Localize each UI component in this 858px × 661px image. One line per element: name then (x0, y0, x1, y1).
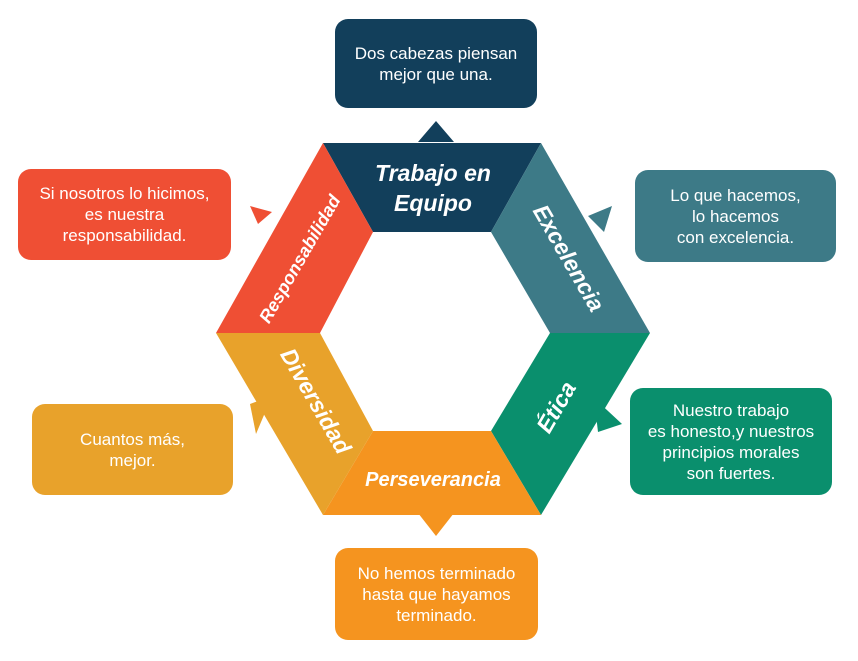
segment-diversidad (216, 333, 373, 515)
pointer-right-upper (588, 206, 612, 232)
callout-etica: Nuestro trabajo es honesto,y nuestros pr… (630, 388, 832, 495)
segment-trabajo-en-equipo (323, 143, 541, 232)
pointer-bottom (418, 513, 454, 536)
callout-trabajo-en-equipo: Dos cabezas piensan mejor que una. (335, 19, 537, 108)
callout-responsabilidad: Si nosotros lo hicimos, es nuestra respo… (18, 169, 231, 260)
callout-perseverancia: No hemos terminado hasta que hayamos ter… (335, 548, 538, 640)
pointer-top (418, 121, 454, 142)
label-trabajo-line1: Trabajo en (375, 160, 491, 186)
segment-perseverancia (323, 431, 541, 515)
segment-responsabilidad (216, 143, 373, 333)
segment-etica (491, 333, 650, 515)
pointer-left-upper (250, 206, 272, 224)
label-trabajo-line2: Equipo (394, 190, 472, 216)
label-perseverancia: Perseverancia (365, 469, 501, 491)
callout-diversidad: Cuantos más, mejor. (32, 404, 233, 495)
segment-excelencia (491, 143, 650, 333)
callout-excelencia: Lo que hacemos, lo hacemos con excelenci… (635, 170, 836, 262)
